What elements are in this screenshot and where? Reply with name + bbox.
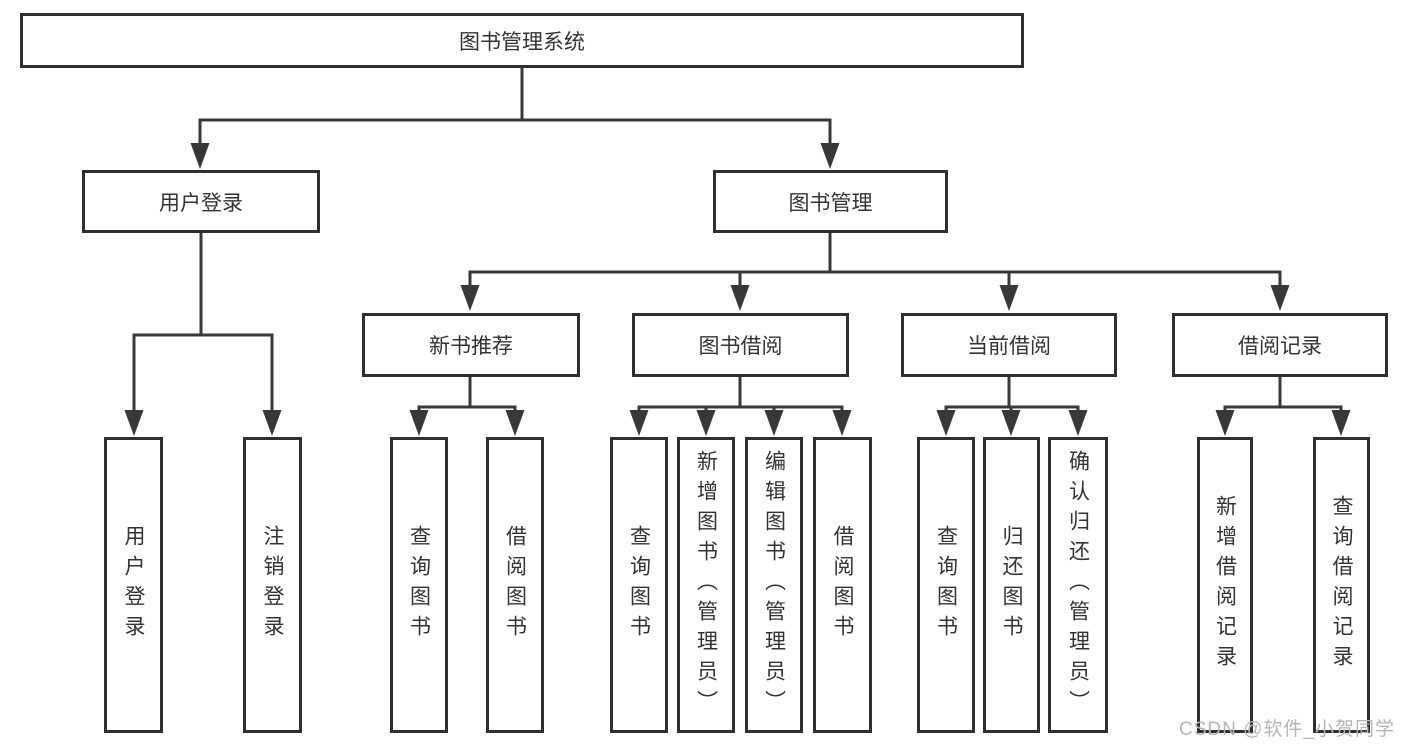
leaf-logout: 注销登录 (243, 437, 302, 733)
connector-root-to-level2 (198, 66, 832, 161)
node-root-system: 图书管理系统 (20, 13, 1024, 68)
leaf-edit-book-admin: 编辑图书（管理员） (745, 437, 803, 733)
leaf-newrec-borrow-book: 借阅图书 (486, 437, 544, 733)
connector-newrec-to-leaves (417, 375, 517, 428)
leaf-query-borrow-record: 查询借阅记录 (1313, 437, 1370, 733)
connector-borrow-to-leaves (637, 375, 844, 428)
leaf-newrec-query-book: 查询图书 (390, 437, 448, 733)
node-book-management: 图书管理 (713, 170, 948, 233)
node-book-borrow: 图书借阅 (632, 313, 849, 377)
arrowheads-level2 (190, 143, 840, 169)
leaf-user-login: 用户登录 (104, 437, 163, 733)
leaf-current-query-book: 查询图书 (917, 437, 975, 733)
arrowheads-level3 (460, 285, 1290, 311)
leaf-borrow-query-book: 查询图书 (610, 437, 668, 733)
arrowheads-leaves (409, 410, 1351, 436)
watermark: CSDN @软件_小贺同学 (1179, 719, 1395, 740)
connector-bookmgmt-to-level3 (468, 231, 1282, 303)
leaf-add-borrow-record: 新增借阅记录 (1197, 437, 1253, 733)
leaf-add-book-admin: 新增图书（管理员） (677, 437, 735, 733)
connector-userlogin-to-leaves (132, 231, 274, 428)
node-current-borrow: 当前借阅 (901, 313, 1117, 377)
node-borrow-record: 借阅记录 (1172, 313, 1388, 377)
node-user-login: 用户登录 (82, 170, 320, 233)
connector-record-to-leaves (1223, 375, 1343, 428)
node-new-book-recommend: 新书推荐 (362, 313, 580, 377)
leaf-borrow-book: 借阅图书 (813, 437, 872, 733)
leaf-confirm-return-admin: 确认归还（管理员） (1048, 437, 1108, 733)
leaf-return-book: 归还图书 (983, 437, 1040, 733)
arrowheads-userlogin-leaves (124, 410, 282, 436)
